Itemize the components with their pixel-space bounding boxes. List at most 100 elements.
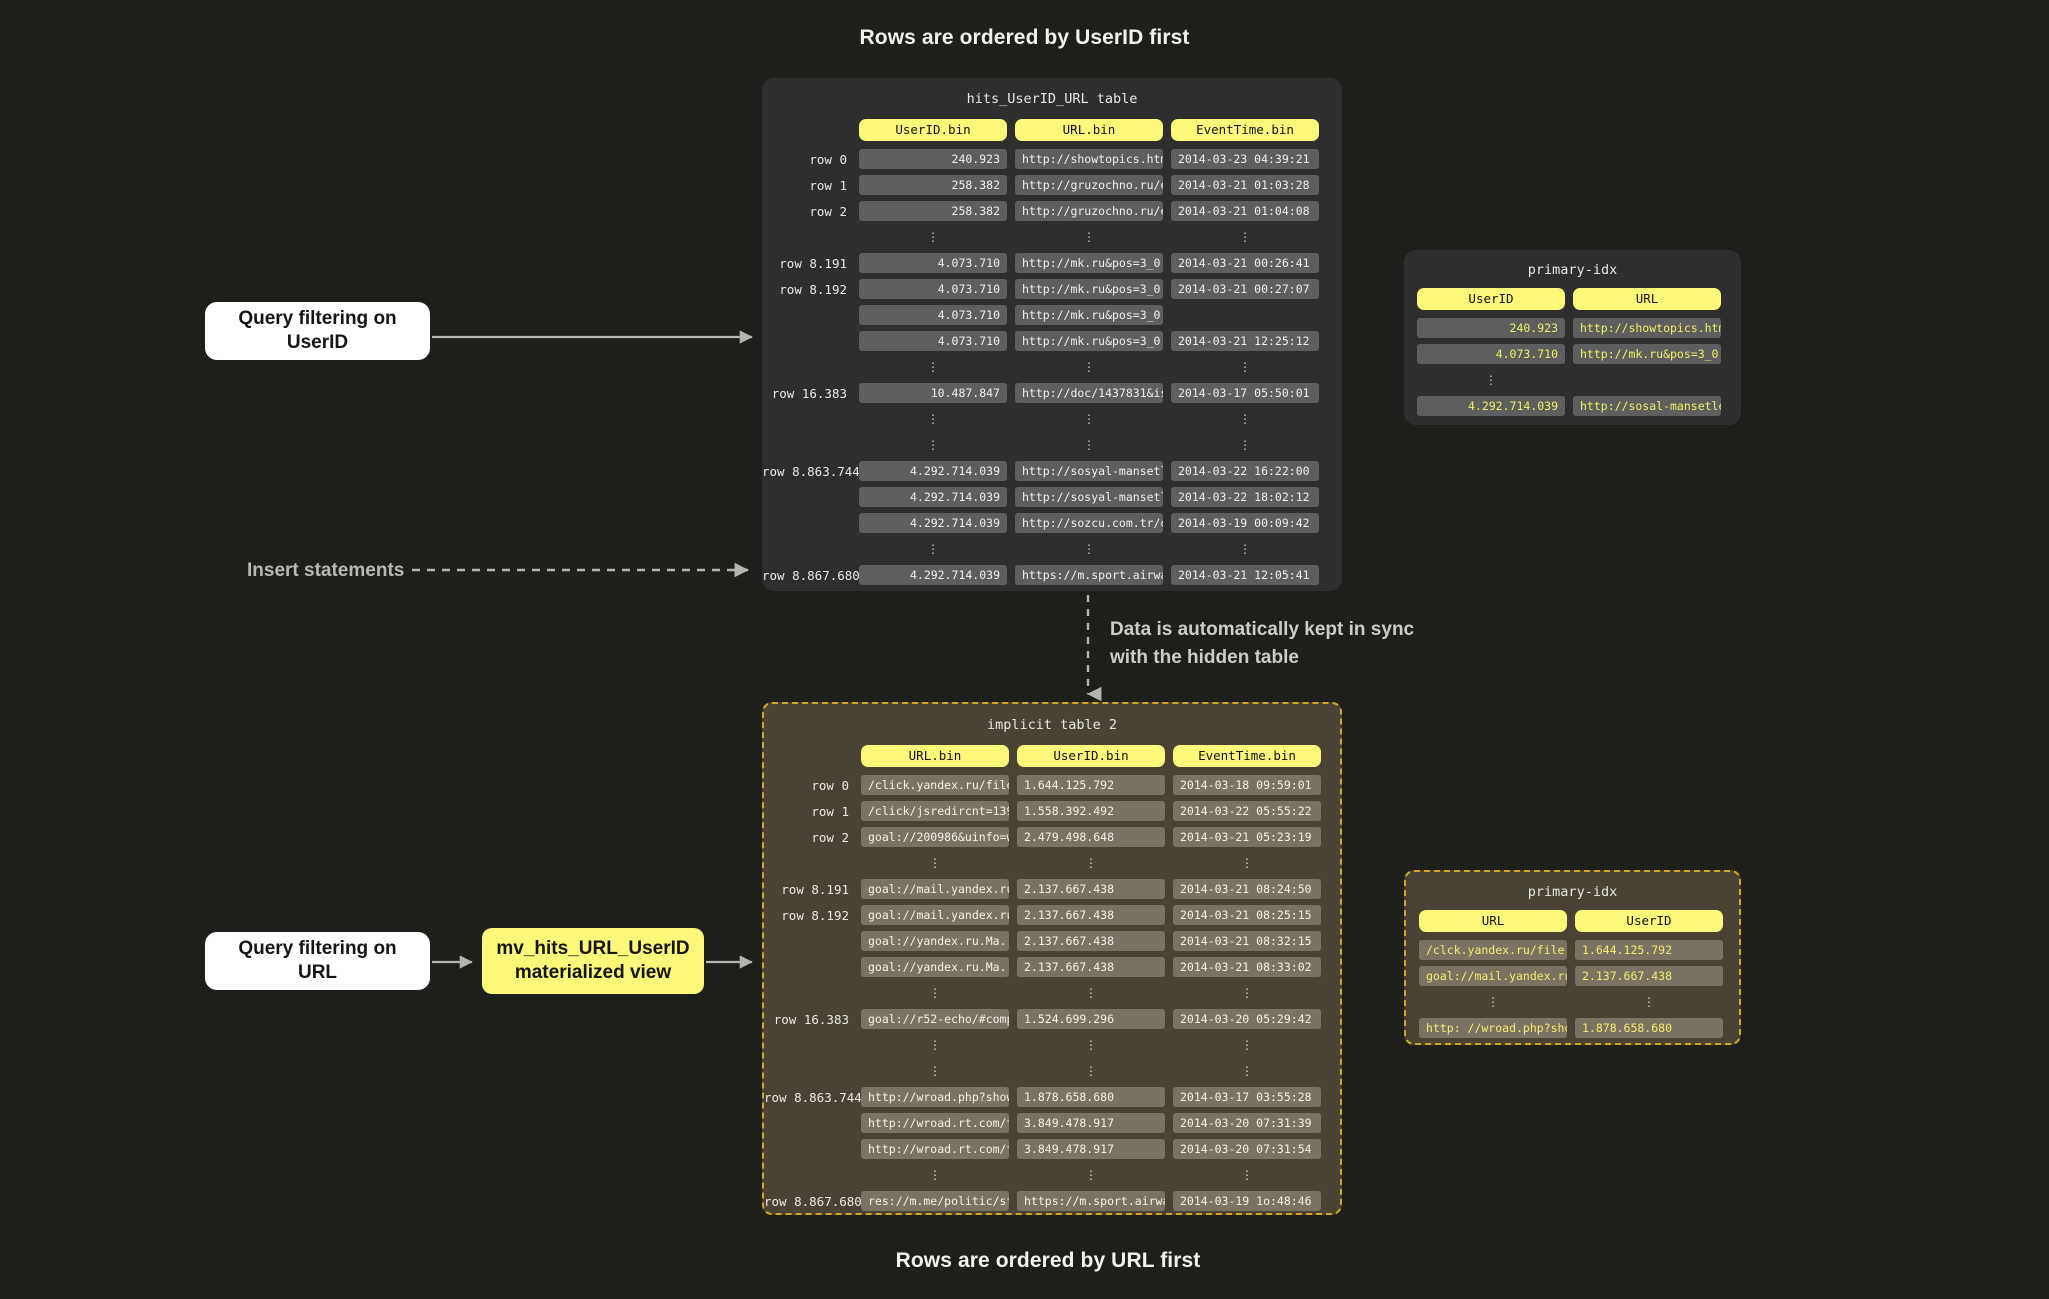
table-cell: 4.073.710 — [859, 279, 1007, 299]
table-cell: 2.137.667.438 — [1017, 879, 1165, 899]
sync-annotation: Data is automatically kept in sync with … — [1110, 616, 1414, 671]
table-row: row 2258.382http://gruzochno.ru/ekat...2… — [762, 201, 1342, 221]
table-row: row 8.867.680res://m.me/politic/stati...… — [764, 1191, 1340, 1211]
index-ellipsis-row: ⋮⋮ — [1419, 992, 1726, 1012]
table-cell: http://sosyal-mansetleri... — [1015, 487, 1163, 507]
table-row: row 1258.382http://gruzochno.ru/ekat...2… — [762, 175, 1342, 195]
index-row: 240.923http://showtopics.html%3... — [1417, 318, 1728, 338]
table-cell: 258.382 — [859, 201, 1007, 221]
index-cell: http: //wroad.php?show/7... — [1419, 1018, 1567, 1038]
table-row: row 8.191 goal://mail.yandex.ru/Ma... 2.13… — [764, 879, 1340, 899]
table-cell: http://sozcu.com.tr/oaut — [1015, 513, 1163, 533]
row-label: row 16.383 — [771, 385, 847, 401]
table-cell: goal://mail.yandex.ru/Ma... — [861, 905, 1009, 925]
table-cell: 2.479.498.648 — [1017, 827, 1165, 847]
table-ellipsis-row: ⋮⋮⋮ — [762, 227, 1342, 247]
row-label: row 8.867.680 — [762, 567, 860, 583]
materialized-view-line2: materialized view — [514, 962, 672, 983]
ellipsis-marker: ⋮ — [929, 856, 941, 870]
index-cell: 1.878.658.680 — [1575, 1018, 1723, 1038]
row-label: row 8.191 — [781, 881, 849, 897]
top-primary-idx-title: primary-idx — [1527, 262, 1618, 278]
table-cell: 2014-03-17 03:55:28 — [1173, 1087, 1321, 1107]
table-row: 4.292.714.039http://sozcu.com.tr/oaut201… — [762, 513, 1342, 533]
bottom-primary-idx-title: primary-idx — [1527, 884, 1618, 900]
ellipsis-marker: ⋮ — [927, 412, 939, 426]
table-row: row 8.863.744http://wroad.php?show/7...1… — [764, 1087, 1340, 1107]
table-cell: 2014-03-21 08:32:15 — [1173, 931, 1321, 951]
table-ellipsis-row: ⋮⋮⋮ — [764, 1165, 1340, 1185]
table-cell: 1.524.699.296 — [1017, 1009, 1165, 1029]
table-cell: 4.292.714.039 — [859, 461, 1007, 481]
table-cell: 4.073.710 — [859, 331, 1007, 351]
column-header: EventTime.bin — [1173, 745, 1321, 767]
ellipsis-marker: ⋮ — [1241, 1168, 1253, 1182]
ellipsis-marker: ⋮ — [1241, 856, 1253, 870]
table-cell: http://mk.ru&pos=3_0 — [1015, 279, 1163, 299]
table-row: http://wroad.rt.com/tr/... 3.849.478.917 2… — [764, 1113, 1340, 1133]
table-cell: /click/jsredircnt=1395412... — [861, 801, 1009, 821]
table-cell: 2014-03-21 01:03:28 — [1171, 175, 1319, 195]
table-cell: 2014-03-21 01:04:08 — [1171, 201, 1319, 221]
ellipsis-marker: ⋮ — [1085, 1038, 1097, 1052]
table-cell: 2014-03-22 18:02:12 — [1171, 487, 1319, 507]
table-row: row 0240.923http://showtopics.html%3...2… — [762, 149, 1342, 169]
row-label: row 2 — [809, 203, 847, 219]
index-row: http: //wroad.php?show/7... 1.878.658.680 — [1419, 1018, 1726, 1038]
table-cell: http://mk.ru&pos=3_0 — [1015, 331, 1163, 351]
table-cell: http://gruzochno.ru/ekat... — [1015, 175, 1163, 195]
index-column-header: UserID — [1417, 288, 1565, 310]
table-cell: 4.073.710 — [859, 305, 1007, 325]
table-cell: 3.849.478.917 — [1017, 1113, 1165, 1133]
materialized-view-box[interactable]: mv_hits_URL_UserID materialized view — [482, 928, 704, 994]
table-cell: 10.487.847 — [859, 383, 1007, 403]
table-row: row 1/click/jsredircnt=1395412...1.558.3… — [764, 801, 1340, 821]
ellipsis-marker: ⋮ — [1241, 986, 1253, 1000]
row-label: row 0 — [811, 777, 849, 793]
table-row: http://wroad.rt.com/tr/...3.849.478.9172… — [764, 1139, 1340, 1159]
row-label: row 8.867.680 — [764, 1193, 862, 1209]
query-filtering-url-callout[interactable]: Query filtering on URL — [205, 932, 430, 990]
table-cell: 258.382 — [859, 175, 1007, 195]
table-cell: 2014-03-18 09:59:01 — [1173, 775, 1321, 795]
table-cell: 4.292.714.039 — [859, 565, 1007, 585]
table-cell: http://sosyal-mansetleri... — [1015, 461, 1163, 481]
index-cell: 240.923 — [1417, 318, 1565, 338]
ellipsis-marker: ⋮ — [1239, 230, 1251, 244]
table-cell: 2014-03-19 1o:48:46 — [1173, 1191, 1321, 1211]
table-cell: 1.644.125.792 — [1017, 775, 1165, 795]
table-cell: http://mk.ru&pos=3_0 — [1015, 305, 1163, 325]
table-row: 4.073.710 http://mk.ru&pos=3_0 — [762, 305, 1342, 325]
index-cell: http://mk.ru&pos=3_0 — [1573, 344, 1721, 364]
column-header: UserID.bin — [1017, 745, 1165, 767]
index-cell: 2.137.667.438 — [1575, 966, 1723, 986]
table-cell: goal://mail.yandex.ru/Ma... — [861, 879, 1009, 899]
row-label: row 8.192 — [781, 907, 849, 923]
table-cell: http://wroad.rt.com/tr/... — [861, 1139, 1009, 1159]
table-cell: 2014-03-20 07:31:39 — [1173, 1113, 1321, 1133]
table-cell: 4.073.710 — [859, 253, 1007, 273]
table-cell: 2014-03-20 05:29:42 — [1173, 1009, 1321, 1029]
table-cell: https://m.sport.airway/? — [1015, 565, 1163, 585]
table-cell: http://wroad.rt.com/tr/... — [861, 1113, 1009, 1133]
index-cell: 4.292.714.039 — [1417, 396, 1565, 416]
ellipsis-marker: ⋮ — [1643, 995, 1655, 1009]
top-primary-idx-body: UserIDURL240.923http://showtopics.html%3… — [1404, 278, 1741, 435]
table-cell: http://wroad.php?show/7... — [861, 1087, 1009, 1107]
table-cell: 2014-03-21 08:24:50 — [1173, 879, 1321, 899]
table-cell: goal://r52-echo/#compose... — [861, 1009, 1009, 1029]
table-ellipsis-row: ⋮⋮⋮ — [762, 357, 1342, 377]
ellipsis-marker: ⋮ — [1085, 1064, 1097, 1078]
query-filtering-userid-callout[interactable]: Query filtering on UserID — [205, 302, 430, 360]
ellipsis-marker: ⋮ — [927, 230, 939, 244]
